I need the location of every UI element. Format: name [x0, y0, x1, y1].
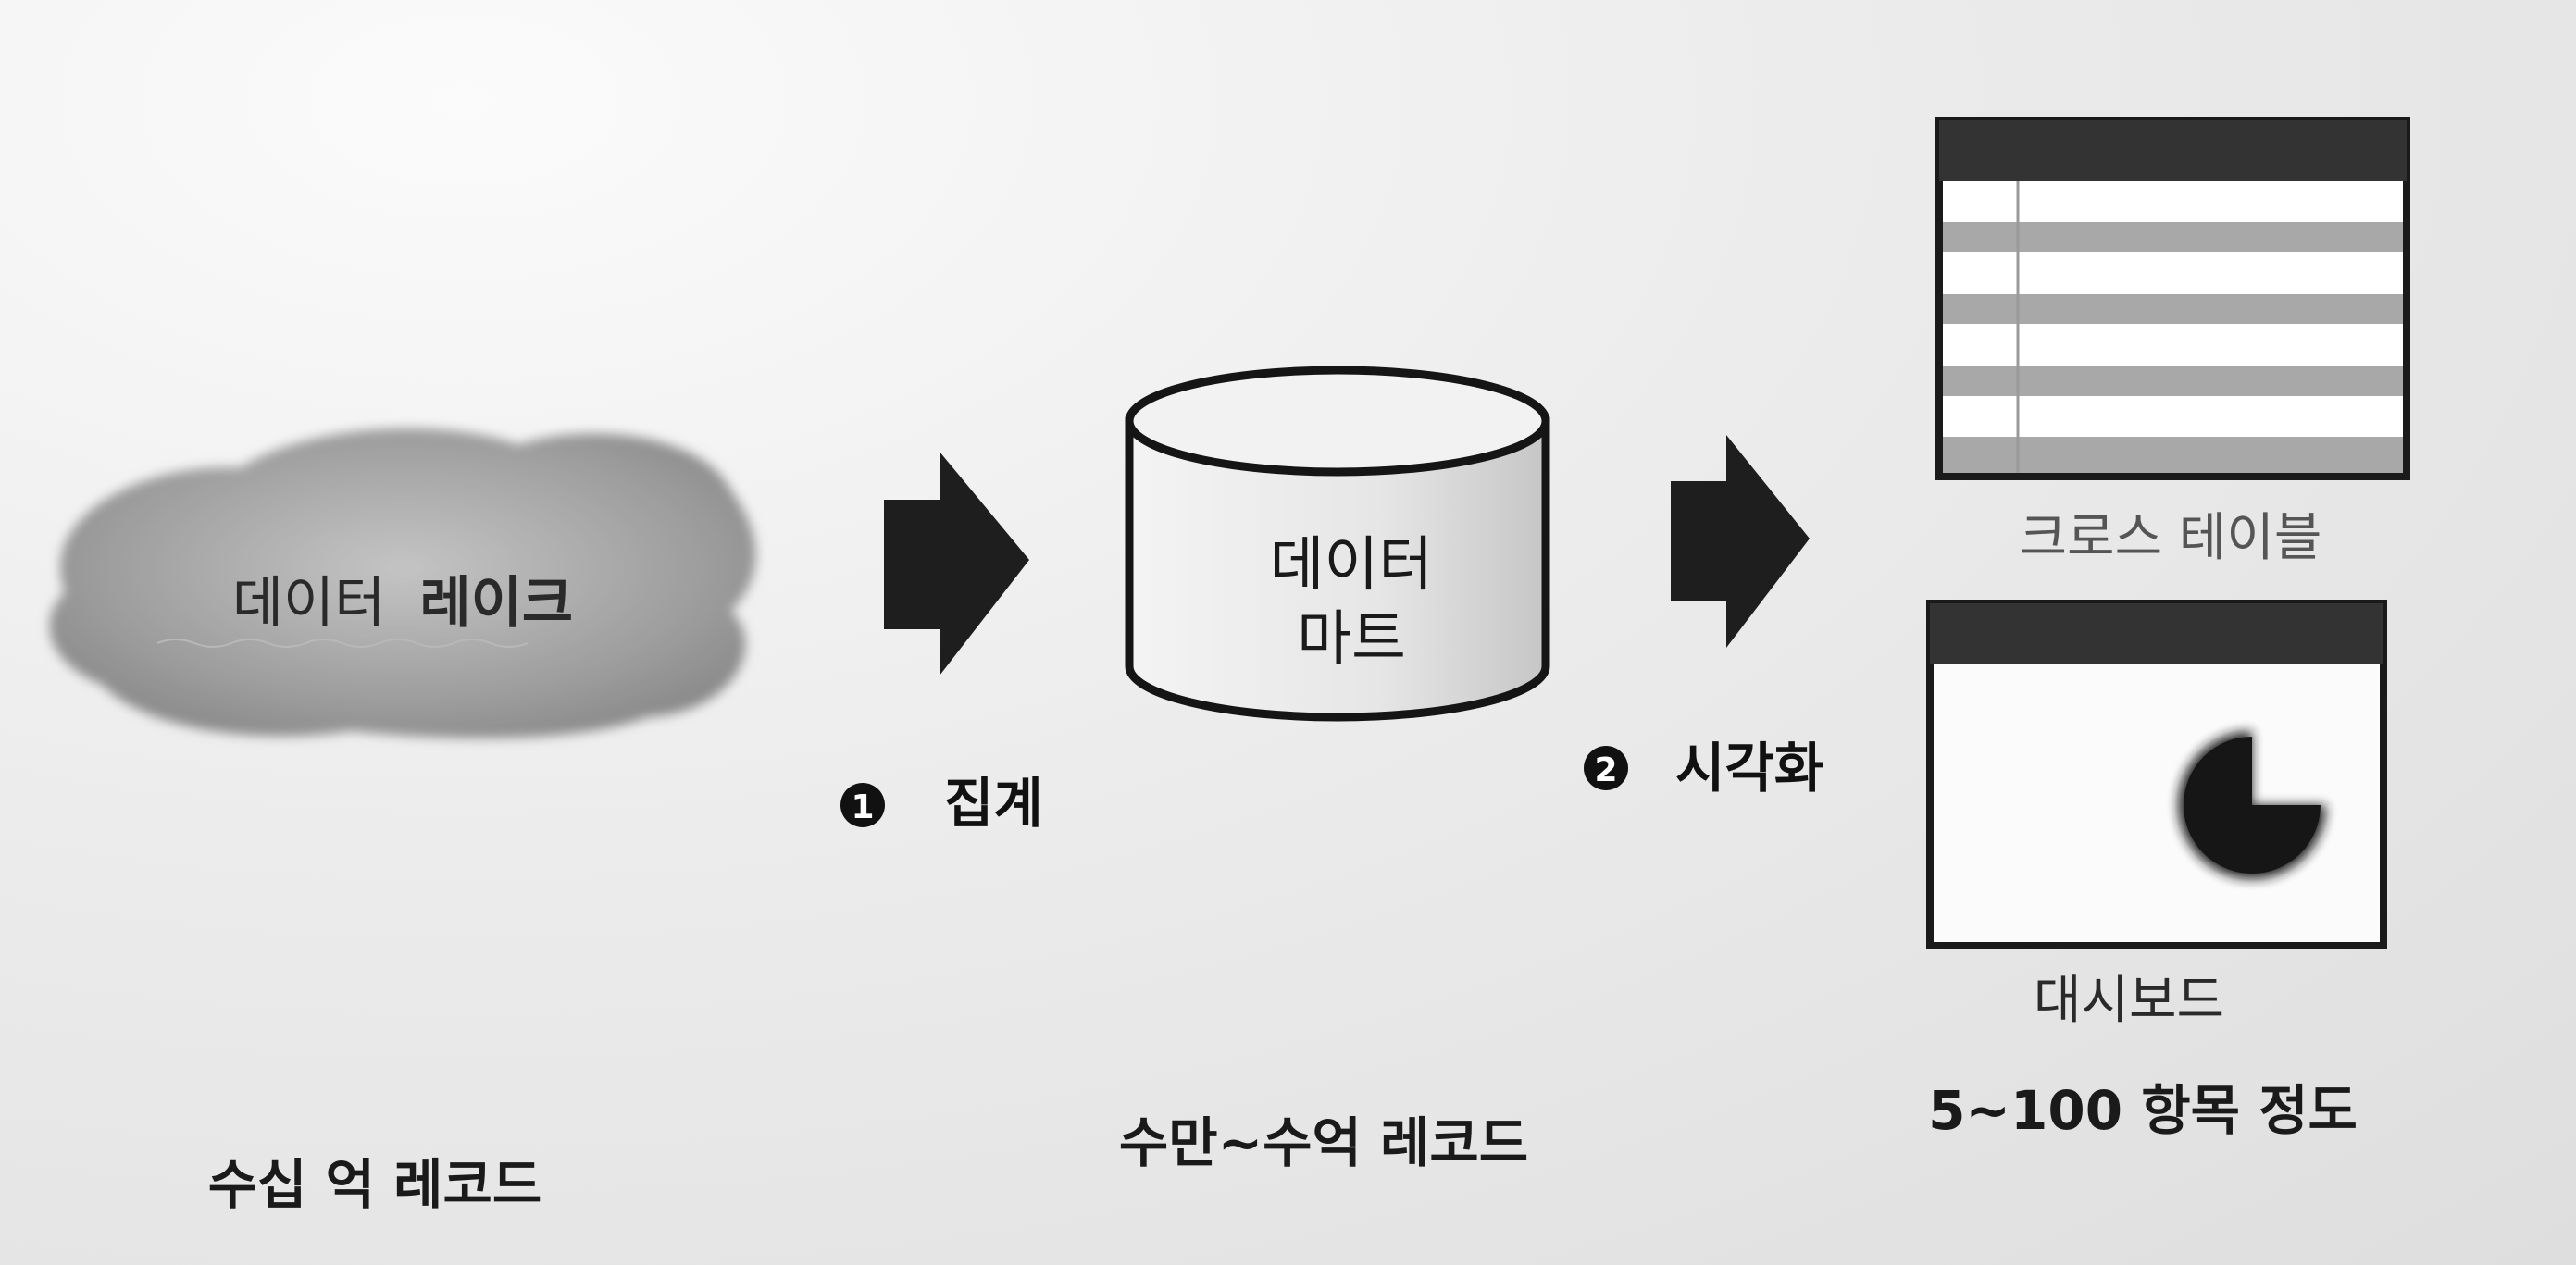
- data-mart-volume: 수만~수억 레코드: [1119, 1111, 1528, 1174]
- data-mart-cylinder: 데이터 마트: [1125, 366, 1550, 722]
- step1-label: 1 집계: [840, 772, 1043, 835]
- cylinder-body: [1125, 416, 1550, 722]
- step2-number-circle: [1584, 746, 1628, 790]
- step2-number: 2: [1594, 751, 1617, 789]
- step1-number-circle: [840, 783, 885, 827]
- aggregate-arrow-icon: [884, 452, 1029, 676]
- dashboard-label: 대시보드: [2034, 971, 2224, 1031]
- data-lake-label-part2: 레이크: [420, 571, 574, 636]
- cylinder-top: [1125, 366, 1550, 477]
- cross-table-icon: [1935, 117, 2410, 480]
- cross-table-header: [1939, 120, 2407, 181]
- step1-number: 1: [851, 788, 874, 826]
- cross-table-stripe: [1943, 222, 2403, 252]
- pie-chart-icon-core: [2184, 737, 2321, 874]
- cross-table-stripe: [1943, 437, 2403, 473]
- step2-label: 2 시각화: [1584, 737, 1823, 800]
- cloud-shape: [49, 428, 756, 738]
- outputs-volume: 5~100 항목 정도: [1928, 1079, 2358, 1142]
- data-lake-label-part1: 데이터: [232, 571, 386, 636]
- data-lake-cloud: 데이터 레이크: [49, 428, 756, 738]
- dashboard-icon: [1926, 600, 2387, 949]
- step2-text: 시각화: [1675, 737, 1823, 800]
- data-mart-label-line2: 마트: [1297, 605, 1406, 674]
- data-lake-label: 데이터 레이크: [232, 571, 573, 636]
- cross-table-stripe: [1943, 366, 2403, 396]
- cross-table-label: 크로스 테이블: [2020, 508, 2322, 568]
- visualize-arrow-icon: [1671, 435, 1810, 648]
- cloud-ripple: [156, 639, 529, 648]
- step1-text: 집계: [944, 772, 1043, 835]
- cross-table-stripe: [1943, 294, 2403, 324]
- data-lake-volume: 수십 억 레코드: [208, 1153, 542, 1216]
- dashboard-header: [1930, 603, 2383, 664]
- data-mart-label-line1: 데이터: [1270, 531, 1434, 600]
